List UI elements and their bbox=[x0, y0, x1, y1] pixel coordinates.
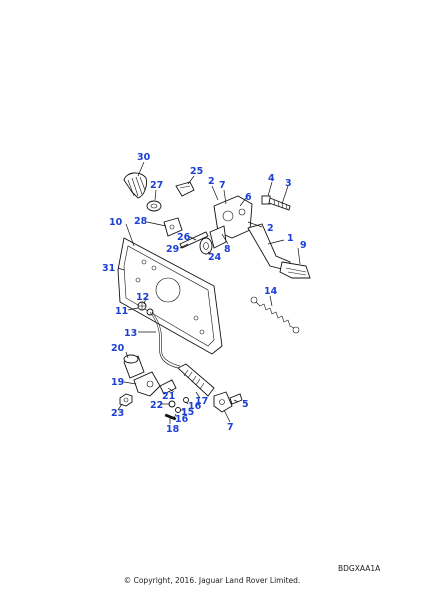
callout-label: 24 bbox=[208, 252, 222, 263]
callout-label: 2 bbox=[267, 223, 274, 234]
hose-clip-part bbox=[123, 172, 147, 199]
return-spring-part bbox=[250, 296, 300, 334]
yoke-part bbox=[213, 391, 243, 413]
callout-label: 13 bbox=[124, 328, 137, 339]
callout-label: 31 bbox=[102, 263, 115, 274]
callout-label: 7 bbox=[227, 422, 234, 433]
callout-labels: 30 25 27 2 7 4 3 6 10 28 26 2 29 8 24 1 … bbox=[102, 152, 307, 435]
callout-label: 7 bbox=[219, 180, 226, 191]
bellows-part bbox=[159, 363, 215, 397]
callout-label: 8 bbox=[224, 244, 231, 255]
callout-label: 19 bbox=[111, 377, 124, 388]
pedal-bracket-part bbox=[209, 195, 253, 249]
callout-label: 22 bbox=[150, 400, 163, 411]
grommet-part bbox=[199, 237, 213, 255]
callout-label: 3 bbox=[285, 178, 292, 189]
callout-label: 9 bbox=[300, 240, 307, 251]
callout-label: 16 bbox=[188, 401, 202, 412]
nut-part bbox=[119, 393, 133, 407]
mounting-plate-part bbox=[117, 237, 223, 355]
small-fixings-part bbox=[164, 397, 189, 421]
callout-label: 10 bbox=[109, 217, 123, 228]
callout-label: 21 bbox=[162, 391, 175, 402]
callout-label: 23 bbox=[111, 408, 124, 419]
callout-label: 27 bbox=[150, 180, 163, 191]
diagram-code: BDGXAA1A bbox=[338, 564, 381, 573]
callout-label: 4 bbox=[268, 173, 275, 184]
callout-label: 5 bbox=[242, 399, 249, 410]
leader-lines bbox=[117, 161, 301, 424]
callout-label: 15 bbox=[181, 407, 194, 418]
callout-label: 11 bbox=[115, 306, 128, 317]
callout-label: 26 bbox=[177, 232, 191, 243]
pushrod-part bbox=[179, 231, 209, 249]
lever-part bbox=[133, 371, 161, 397]
callout-label: 14 bbox=[264, 286, 278, 297]
bush-part bbox=[146, 200, 162, 212]
callout-label: 20 bbox=[111, 343, 125, 354]
brake-pedal-part bbox=[247, 223, 311, 279]
bracket-clip-part bbox=[175, 181, 195, 197]
callout-label: 29 bbox=[166, 244, 179, 255]
callout-label: 30 bbox=[137, 152, 151, 163]
callout-label: 28 bbox=[134, 216, 148, 227]
callout-label: 1 bbox=[287, 233, 294, 244]
callout-label: 12 bbox=[136, 292, 149, 303]
callout-label: 25 bbox=[190, 166, 203, 177]
clevis-part bbox=[163, 217, 183, 237]
cylinder-bush-part bbox=[123, 354, 145, 379]
cable-part bbox=[149, 311, 181, 369]
callout-label: 6 bbox=[245, 192, 252, 203]
copyright-notice: © Copyright, 2016. Jaguar Land Rover Lim… bbox=[123, 576, 301, 585]
callout-label: 18 bbox=[166, 424, 180, 435]
callout-label: 17 bbox=[195, 396, 208, 407]
callout-label: 2 bbox=[208, 176, 215, 187]
callout-label: 16 bbox=[175, 414, 189, 425]
bolt-part bbox=[261, 195, 291, 211]
